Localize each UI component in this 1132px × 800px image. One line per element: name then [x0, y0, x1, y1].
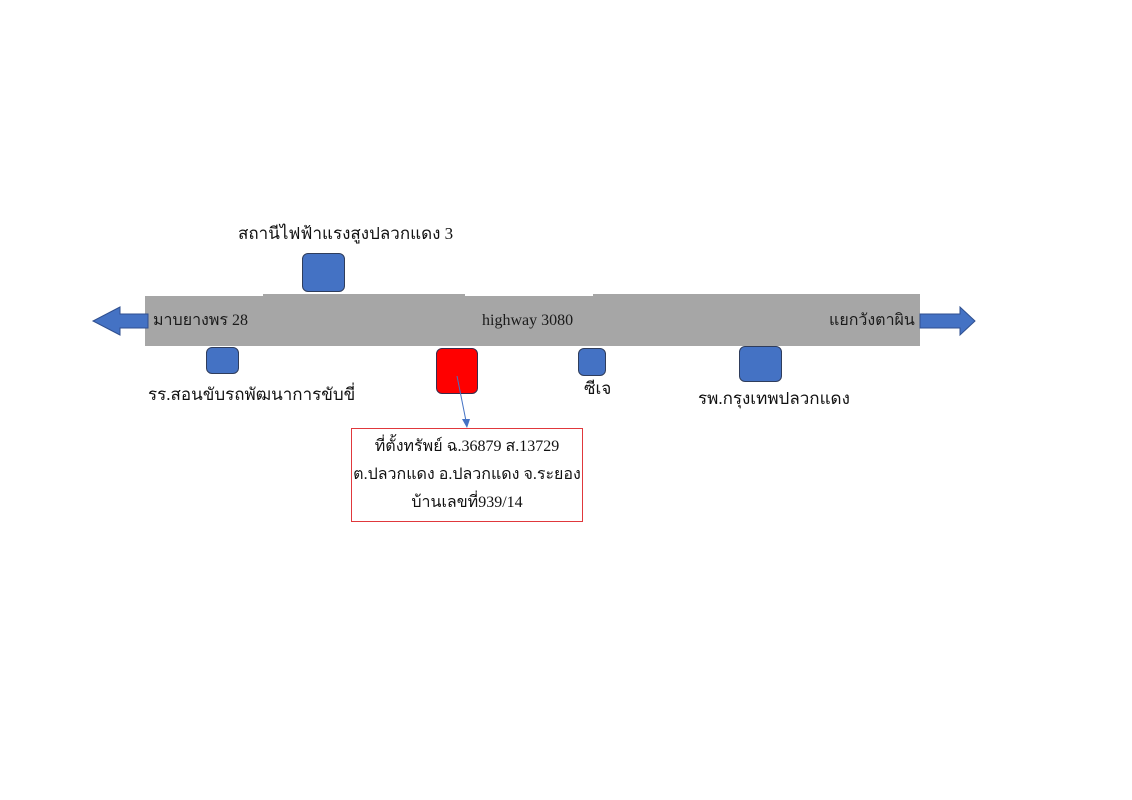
property-district: ต.ปลวกแดง อ.ปลวกแดง จ.ระยอง — [353, 466, 581, 483]
arrow-right-icon — [919, 305, 976, 337]
landmark-label-hospital: รพ.กรุงเทพปลวกแดง — [698, 389, 850, 408]
arrow-left-icon — [91, 306, 149, 336]
road-segment-west — [145, 296, 265, 346]
landmark-label-driving-school: รร.สอนขับรถพัฒนาการขับขี่ — [148, 385, 356, 404]
landmark-marker-substation — [302, 253, 345, 292]
landmark-marker-driving-school — [206, 347, 239, 374]
property-pointer-arrowhead-icon — [462, 419, 470, 428]
landmark-label-cj: ซีเจ — [584, 379, 612, 398]
road-name-label: highway 3080 — [482, 312, 574, 329]
road-segment-east-center — [593, 294, 813, 346]
landmark-marker-hospital — [739, 346, 782, 382]
property-callout: ที่ตั้งทรัพย์ ฉ.36879 ส.13729 ต.ปลวกแดง … — [351, 428, 583, 522]
road-segment-center — [463, 296, 595, 346]
landmark-marker-cj — [578, 348, 606, 376]
road-east-end-label: แยกวังตาผิน — [829, 312, 915, 329]
road-west-end-label: มาบยางพร 28 — [153, 312, 248, 329]
landmark-label-substation: สถานีไฟฟ้าแรงสูงปลวกแดง 3 — [238, 224, 454, 243]
property-house-number: บ้านเลขที่939/14 — [411, 494, 523, 511]
road-segment-west-center — [263, 294, 465, 346]
property-title-deed: ที่ตั้งทรัพย์ ฉ.36879 ส.13729 — [374, 438, 560, 455]
property-marker — [436, 348, 478, 394]
road-segment-east — [811, 294, 920, 346]
